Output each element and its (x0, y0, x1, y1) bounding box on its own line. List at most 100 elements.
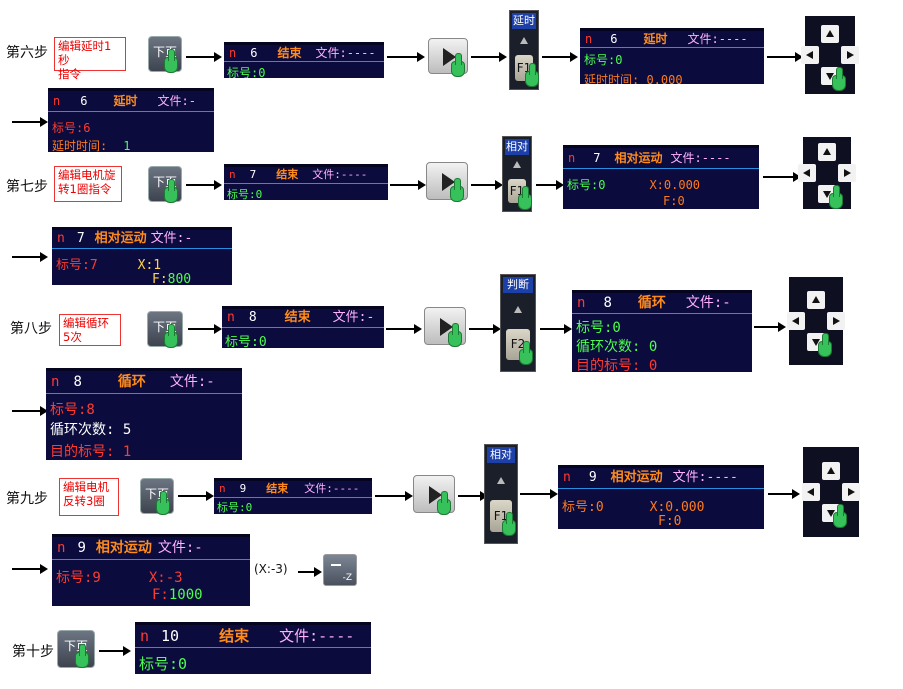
page-down-button[interactable]: 下页 (57, 630, 95, 668)
panel-field: 标号:0 (225, 335, 267, 348)
panel-line: 标号:0 (584, 51, 622, 68)
arrow-up-button[interactable] (818, 143, 836, 161)
step-label-text: 第六步 (6, 45, 48, 61)
step-label-text: 第八步 (10, 321, 52, 337)
flow-arrow (469, 324, 501, 334)
panel-file: 文件:---- (312, 168, 368, 181)
pointer-hand-icon (164, 324, 178, 348)
arrow-up-button[interactable] (822, 462, 840, 480)
arrow-up-icon (520, 37, 528, 44)
flow-arrow (390, 180, 426, 190)
panel-field: 循环次数: 0 (576, 339, 658, 355)
page-down-button[interactable]: 下页 (147, 311, 183, 348)
flow-arrow (12, 564, 48, 574)
arrow-left-button[interactable] (787, 312, 805, 330)
panel-line: 循环次数: 5 (50, 419, 131, 439)
arrow-up-button[interactable] (821, 25, 839, 43)
panel-field: 800 (167, 272, 192, 285)
panel-field: 1000 (168, 587, 203, 603)
panel-divider (48, 111, 214, 112)
arrow-left-button[interactable] (798, 164, 816, 182)
panel-line: 标号:0 (227, 186, 262, 200)
direction-pad[interactable] (787, 277, 845, 365)
arrow-left-button[interactable] (801, 46, 819, 64)
direction-pad[interactable] (801, 16, 859, 94)
z-minus-button[interactable]: -Z (323, 554, 357, 586)
play-button[interactable] (426, 162, 468, 202)
panel-title: 结束 (276, 168, 299, 181)
coordinate-note-text: (X:-3) (254, 562, 288, 576)
arrow-right-button[interactable] (841, 46, 859, 64)
flow-arrow (386, 324, 422, 334)
function-key-title: 相对 (505, 139, 529, 155)
flow-arrow (188, 324, 222, 334)
panel-number: 6 (610, 32, 618, 46)
panel-number: 10 (161, 627, 180, 645)
pointer-hand-icon (448, 323, 462, 347)
flow-arrow (186, 52, 222, 62)
panel-n: n (229, 46, 237, 60)
pointer-hand-icon (525, 63, 539, 87)
panel-number: 8 (248, 310, 257, 325)
panel-title: 结束 (284, 310, 311, 325)
panel-number: 6 (80, 94, 88, 108)
panel-file: 文件:---- (687, 32, 748, 46)
step-note: 编辑延时1秒 指令 (54, 37, 126, 81)
panel-field: X:-3 (148, 570, 183, 586)
play-button[interactable] (428, 38, 468, 77)
arrow-right-button[interactable] (842, 483, 860, 501)
page-down-button[interactable]: 下页 (140, 478, 174, 515)
play-button[interactable] (424, 307, 466, 347)
panel-file: 文件:- (150, 231, 193, 246)
panel-file: 文件:---- (279, 627, 355, 645)
direction-pad[interactable] (798, 137, 856, 209)
step-note-text: 编辑电机旋 转1圈指令 (58, 168, 116, 196)
panel-field: 标号:9 (56, 570, 101, 586)
function-key-title: 相对 (487, 447, 515, 463)
pointer-hand-icon (832, 67, 846, 91)
panel-line: 标号:6 (52, 119, 90, 136)
panel-line: 标号:0 (227, 64, 265, 78)
arrow-up-icon (497, 477, 505, 484)
function-key-title: 延时 (512, 13, 536, 29)
pointer-hand-icon (451, 53, 465, 77)
panel-number: 9 (588, 470, 597, 485)
arrow-left-button[interactable] (802, 483, 820, 501)
step-note: 编辑电机 反转3圈 (59, 478, 119, 516)
panel-number: 9 (239, 482, 247, 495)
panel-divider (572, 313, 752, 314)
panel-file: 文件:- (685, 295, 731, 311)
panel-n: n (585, 32, 593, 46)
panel-number: 6 (250, 46, 258, 60)
panel-field: 标号:0 (227, 66, 266, 78)
arrow-right-button[interactable] (827, 312, 845, 330)
pointer-hand-icon (502, 512, 516, 536)
panel-divider (52, 559, 250, 560)
arrow-up-button[interactable] (807, 291, 825, 309)
play-button[interactable] (413, 475, 455, 515)
page-down-button[interactable]: 下页 (148, 36, 182, 73)
arrow-up-icon (513, 161, 521, 168)
page-down-button[interactable]: 下页 (148, 166, 182, 203)
arrow-right-button[interactable] (838, 164, 856, 182)
panel-title: 结束 (219, 627, 250, 645)
panel-divider (52, 248, 232, 249)
panel-n: n (140, 627, 150, 645)
pointer-hand-icon (518, 186, 532, 210)
flow-arrow (12, 117, 48, 127)
direction-pad[interactable] (802, 447, 860, 537)
flow-arrow (471, 180, 503, 190)
panel-field: 标号:6 (52, 121, 91, 135)
panel-field: 目的标号: 1 (50, 444, 132, 460)
